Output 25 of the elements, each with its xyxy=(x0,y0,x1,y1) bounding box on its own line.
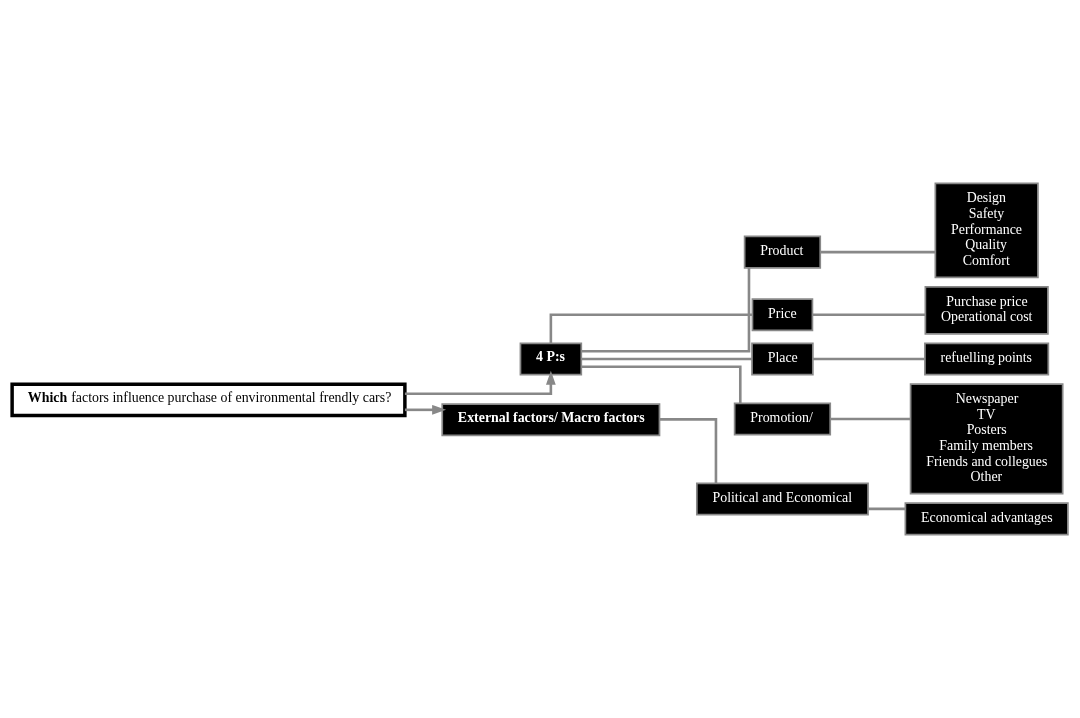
arrow xyxy=(404,370,556,396)
connector xyxy=(868,507,906,511)
node-box: Place xyxy=(751,342,814,376)
arrow xyxy=(404,404,447,415)
node-box: Price xyxy=(751,298,814,332)
connector xyxy=(581,267,751,353)
node-box: Which factors influence purchase of environmental frendly cars? xyxy=(10,382,407,418)
connector xyxy=(820,250,936,254)
node-box: Political and Economical xyxy=(695,482,869,516)
connector xyxy=(813,357,925,361)
connector xyxy=(812,313,926,316)
node-box: Economical advantages xyxy=(904,502,1069,536)
connector xyxy=(549,313,753,344)
connector xyxy=(659,418,718,484)
node-box: refuelling points xyxy=(924,342,1050,376)
node-box: Product xyxy=(743,235,822,269)
node-box: External factors/ Macro factors xyxy=(441,403,661,437)
node-box: 4 P:s xyxy=(519,342,583,376)
connector xyxy=(581,365,742,404)
node-box: Promotion/ xyxy=(733,402,832,436)
node-box: Purchase price Operational cost xyxy=(924,286,1049,335)
connector xyxy=(581,357,752,361)
node-box: Design Safety Performance Quality Comfort xyxy=(934,182,1039,279)
connector xyxy=(830,417,911,421)
node-box: Newspaper TV Posters Family members Friends and collegues Other xyxy=(909,383,1064,495)
